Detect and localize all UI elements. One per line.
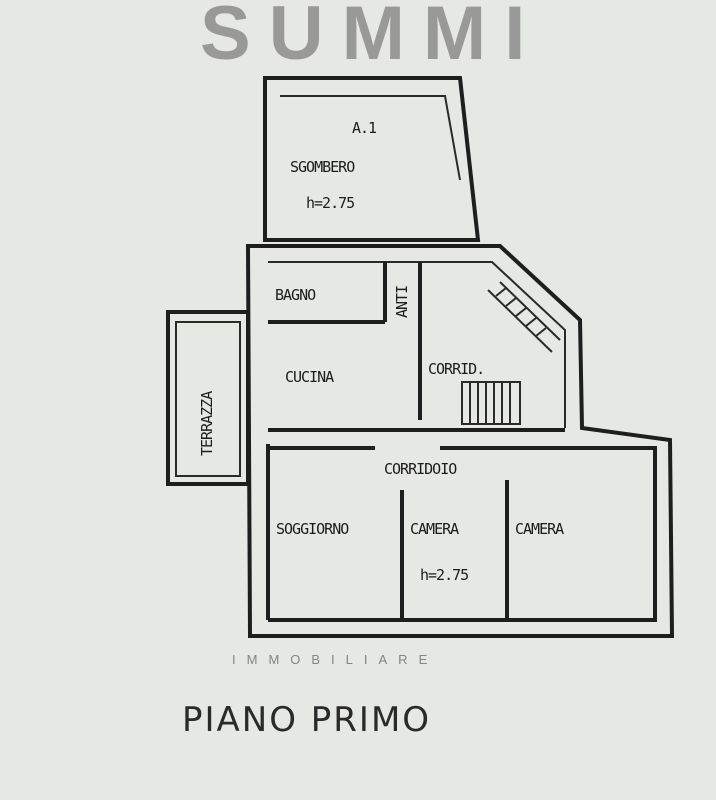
staircase (461, 281, 561, 425)
room-corridoio-lower: CORRIDOIO (384, 460, 457, 478)
walls (166, 76, 675, 638)
watermark-subtitle: IMMOBILIARE (232, 652, 439, 667)
watermark-brand: SUMMI (200, 0, 544, 76)
camera-height: h=2.75 (420, 566, 468, 584)
room-terrazza: TERRAZZA (198, 391, 216, 456)
room-sgombero: SGOMBERO (290, 158, 355, 176)
room-corridoio-upper: CORRID. (428, 360, 484, 378)
plan-title: PIANO PRIMO (182, 700, 432, 740)
sgombero-height: h=2.75 (306, 194, 354, 212)
room-camera-middle: CAMERA (410, 520, 459, 538)
room-antibagno: ANTI (393, 286, 411, 318)
room-bagno: BAGNO (275, 286, 316, 304)
room-camera-right: CAMERA (515, 520, 564, 538)
mark-a1: A.1 (352, 119, 377, 137)
room-soggiorno: SOGGIORNO (276, 520, 349, 538)
room-cucina: CUCINA (285, 368, 334, 386)
